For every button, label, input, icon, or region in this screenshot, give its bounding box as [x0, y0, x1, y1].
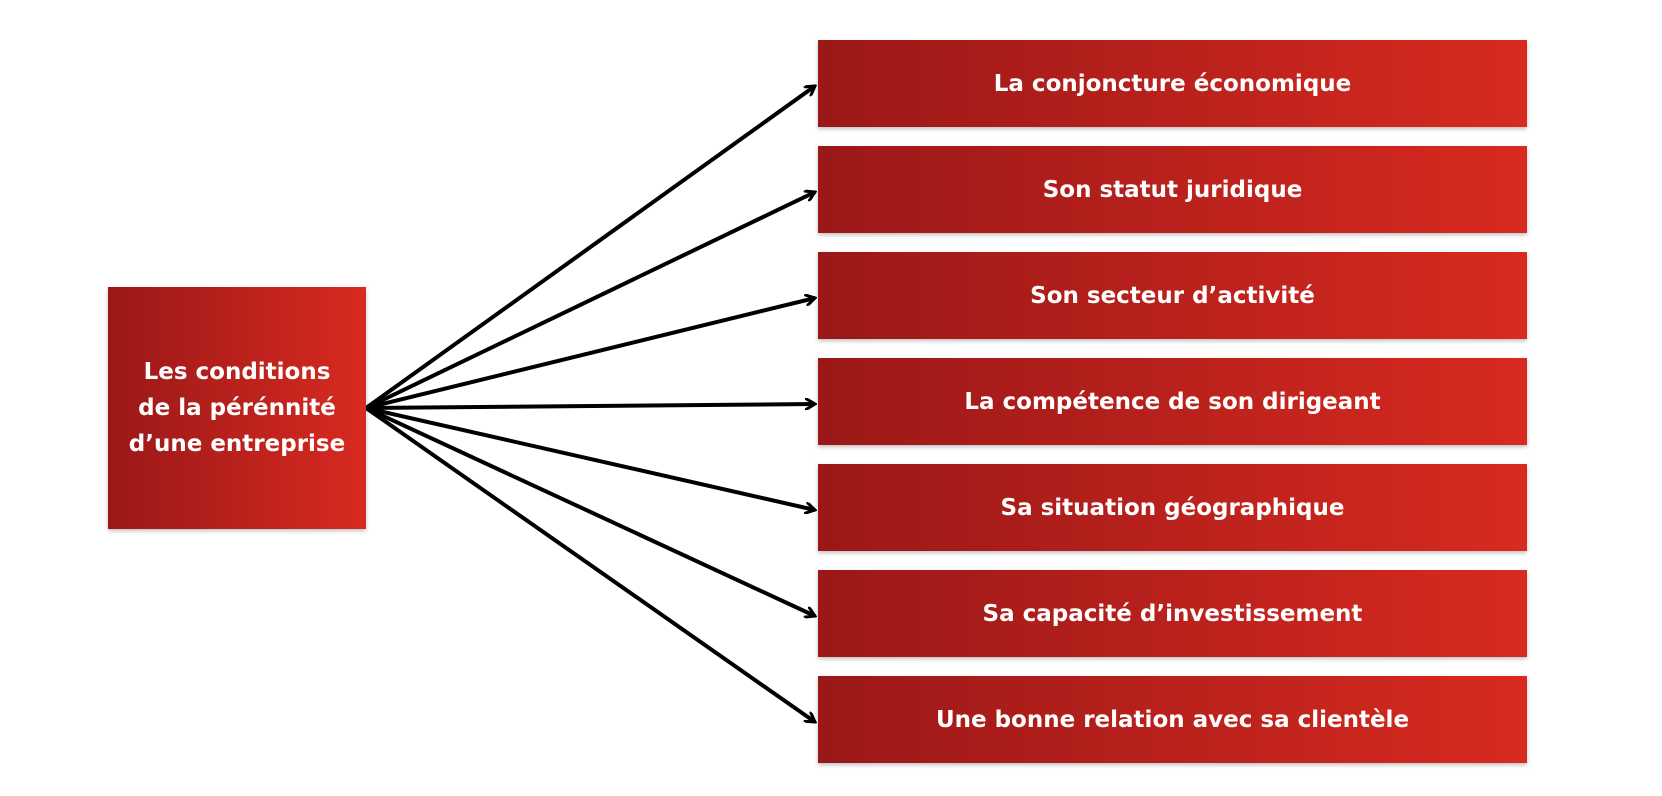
arrow-5	[365, 406, 815, 510]
source-box: Les conditions de la pérénnité d’une ent…	[108, 287, 366, 529]
arrow-1	[364, 86, 815, 410]
target-box-6: Sa capacité d’investissement	[818, 570, 1527, 657]
target-label-3: Son secteur d’activité	[1030, 282, 1315, 309]
target-box-3: Son secteur d’activité	[818, 252, 1527, 339]
target-label-2: Son statut juridique	[1042, 176, 1303, 203]
arrow-2	[365, 192, 815, 410]
target-label-5: Sa situation géographique	[1000, 494, 1345, 521]
target-box-1: La conjoncture économique	[818, 40, 1527, 127]
target-label-6: Sa capacité d’investissement	[982, 600, 1363, 627]
arrow-3	[365, 298, 815, 410]
target-label-4: La compétence de son dirigeant	[964, 388, 1381, 415]
source-label: Les conditions de la pérénnité d’une ent…	[128, 359, 346, 457]
arrow-4	[365, 404, 815, 408]
arrow-6	[365, 406, 815, 616]
target-label-1: La conjoncture économique	[993, 70, 1352, 97]
target-box-5: Sa situation géographique	[818, 464, 1527, 551]
target-box-2: Son statut juridique	[818, 146, 1527, 233]
target-box-4: La compétence de son dirigeant	[818, 358, 1527, 445]
target-box-7: Une bonne relation avec sa clientèle	[818, 676, 1527, 763]
target-label-7: Une bonne relation avec sa clientèle	[935, 706, 1410, 733]
arrow-7	[364, 406, 815, 722]
